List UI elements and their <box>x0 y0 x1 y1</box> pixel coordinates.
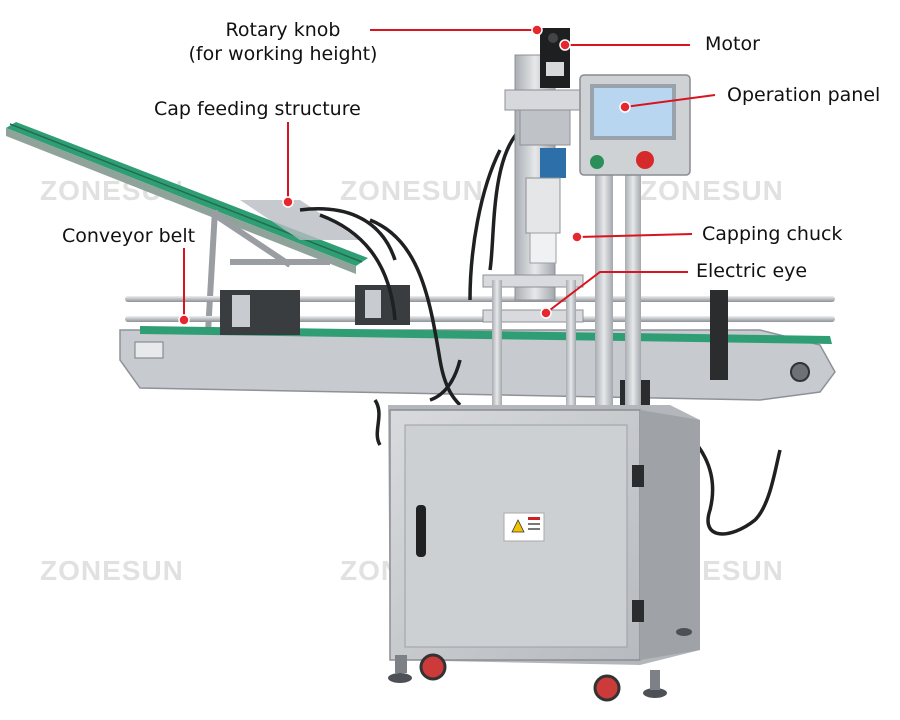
cap-feeding-label: Cap feeding structure <box>154 98 361 120</box>
electric-eye-leader <box>545 271 688 314</box>
capping-chuck-label: Capping chuck <box>702 223 843 245</box>
motor-label: Motor <box>705 33 760 55</box>
electric-eye-label: Electric eye <box>696 260 808 282</box>
cabinet <box>388 405 700 665</box>
cap-feeding-dot <box>282 196 294 208</box>
rotary-knob-dot <box>531 24 543 36</box>
callout-lines <box>183 29 716 318</box>
capping-chuck-dot <box>571 231 583 243</box>
rotary-knob-sublabel: (for working height) <box>188 43 378 65</box>
feeding-blocks <box>220 285 728 410</box>
electric-eye-dot <box>540 307 552 319</box>
operation-panel <box>579 74 691 176</box>
rotary-knob-label: Rotary knob <box>225 19 341 41</box>
cables <box>299 128 782 536</box>
conveyor-belt-dot <box>178 314 190 326</box>
operation-panel-label: Operation panel <box>727 84 881 106</box>
conveyor-body <box>119 296 836 401</box>
watermark: ZONESUN <box>340 175 484 206</box>
operation-panel-leader <box>624 94 716 108</box>
motor-dot <box>559 39 571 51</box>
callout-dots <box>178 24 631 326</box>
operation-panel-dot <box>619 101 631 113</box>
motor <box>540 28 570 88</box>
capping-chuck-leader <box>577 233 693 238</box>
capping-head <box>482 54 586 410</box>
conveyor-belt-label: Conveyor belt <box>62 225 196 247</box>
watermark: ZONESUN <box>40 555 184 586</box>
wheels <box>388 628 692 702</box>
watermark: ZONESUN <box>640 175 784 206</box>
cap-feeding-chute <box>6 122 368 274</box>
